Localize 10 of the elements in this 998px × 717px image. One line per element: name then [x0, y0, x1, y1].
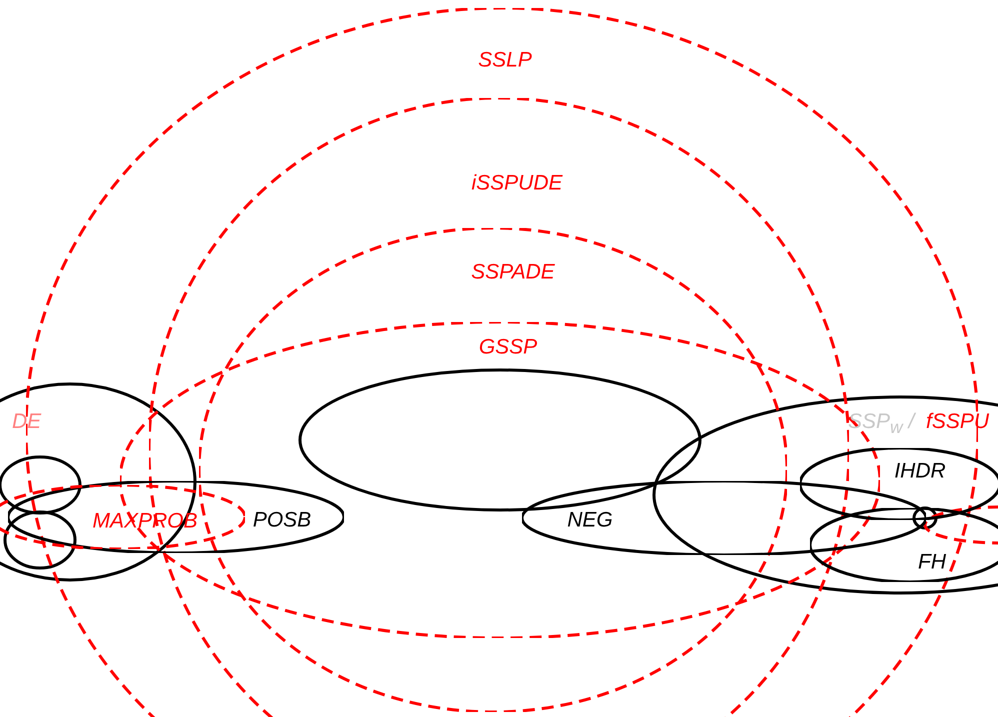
set-label: iSSPUDE: [471, 172, 563, 194]
set-label: NEG: [567, 510, 613, 530]
set-label: fSSPU: [926, 411, 990, 432]
set-label: FH: [918, 552, 946, 572]
set-label: DE: [12, 411, 42, 432]
set-label: SSLP: [478, 50, 532, 70]
set-label: GSSP: [478, 336, 538, 358]
set-label: IHDR: [894, 460, 946, 482]
set-label: POSB: [252, 510, 312, 530]
set-label: SSPADE: [471, 262, 555, 282]
